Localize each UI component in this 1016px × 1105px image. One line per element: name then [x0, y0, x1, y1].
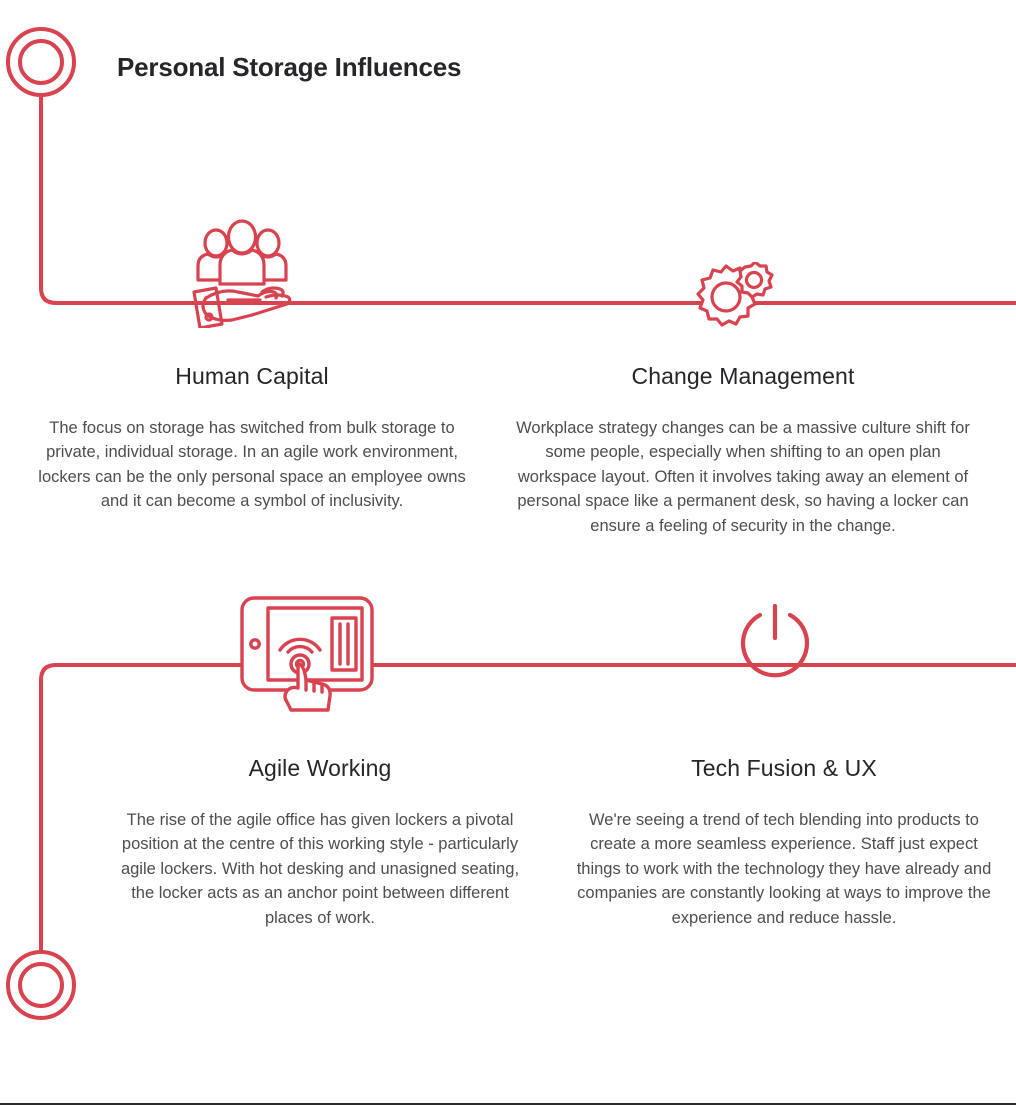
power-button-icon — [740, 603, 810, 678]
timeline-end-marker — [6, 950, 76, 1020]
gear-small-hole — [744, 270, 764, 290]
section-body: The rise of the agile office has given l… — [120, 811, 520, 927]
people-on-hand-icon — [192, 219, 292, 328]
touch-ring-outer — [278, 637, 322, 652]
section-heading: Agile Working — [248, 755, 392, 781]
section-change-management: Change Management Workplace strategy cha… — [512, 363, 974, 538]
section-tech-fusion-ux: Tech Fusion & UX We're seeing a trend of… — [566, 755, 1002, 930]
section-heading: Human Capital — [175, 363, 329, 389]
timeline-start-marker-inner — [18, 39, 64, 85]
section-agile-working: Agile Working The rise of the agile offi… — [112, 755, 528, 930]
section-heading: Tech Fusion & UX — [691, 755, 877, 781]
section-heading: Change Management — [631, 363, 855, 389]
tablet-home-button — [249, 638, 261, 650]
section-human-capital: Human Capital The focus on storage has s… — [36, 363, 468, 514]
touch-ring-mid — [286, 644, 314, 654]
tablet-touch-locker-icon — [240, 596, 374, 712]
timeline-start-marker — [6, 27, 76, 97]
gears-icon — [696, 262, 774, 327]
section-body: We're seeing a trend of tech blending in… — [576, 811, 992, 927]
timeline-end-marker-inner — [18, 962, 64, 1008]
page-title: Personal Storage Influences — [117, 52, 462, 82]
locker-panel — [330, 616, 358, 672]
section-body: Workplace strategy changes can be a mass… — [516, 419, 970, 535]
section-body: The focus on storage has switched from b… — [38, 419, 466, 511]
gear-large-hole — [710, 281, 742, 313]
